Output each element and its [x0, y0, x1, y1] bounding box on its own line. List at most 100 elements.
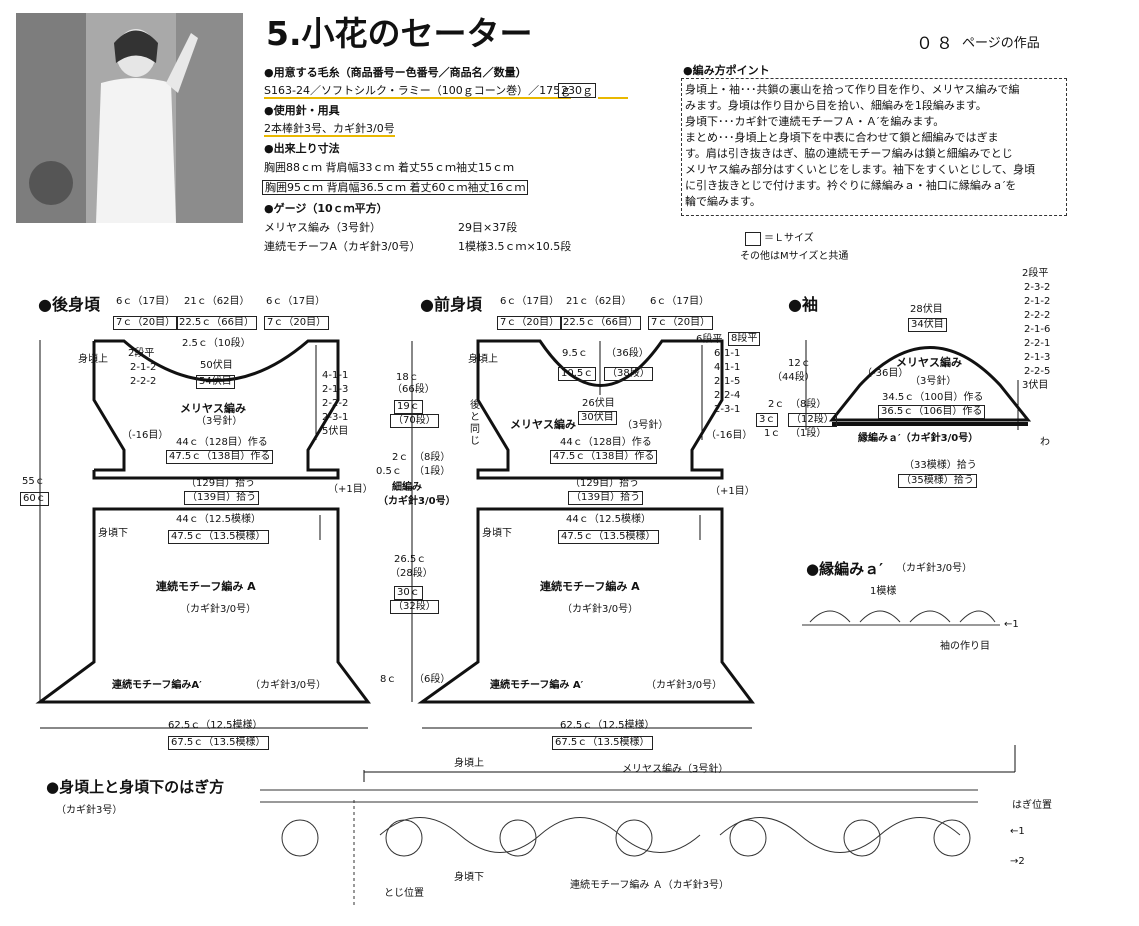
- sleeve-cap-dec: 2-1-6: [1024, 324, 1051, 335]
- sleeve-h1: 1ｃ: [764, 428, 781, 439]
- sleeve-pick-l: （35模様）拾う: [898, 474, 977, 488]
- front-neck-dec: 2-3-1: [714, 404, 741, 415]
- mid-h2: 2ｃ: [392, 452, 409, 463]
- back-minus16: （-16目）: [122, 430, 169, 441]
- join-upper: 身頃上: [454, 758, 484, 769]
- back-cast-m: 44ｃ（128目）作る: [176, 437, 268, 448]
- sleeve-stitch: メリヤス編み: [896, 356, 962, 369]
- front-plus1: （+1目）: [710, 486, 755, 497]
- edge-heading: ●縁編みａ′: [806, 560, 884, 578]
- yarn-heading: ●用意する毛糸（商品番号ー色番号／商品名／数量）: [264, 66, 527, 79]
- edge-start: 袖の作り目: [940, 641, 990, 652]
- back-neck-depth: 2.5ｃ（10段）: [182, 338, 251, 349]
- back-neck-l: 54伏目: [196, 375, 235, 389]
- front-neck-depth-l: 10.5ｃ: [558, 367, 597, 381]
- model-photo: [16, 13, 243, 223]
- front-upper-label: 身頃上: [468, 354, 498, 365]
- points-line: メリヤス編み部分はすくいとじをします。袖下をすくいとじして、身頃: [685, 163, 1036, 176]
- edge-row: ←1: [1004, 619, 1019, 630]
- back-neck-dec: 2段平: [128, 348, 155, 359]
- front-neck-l: 30伏目: [578, 411, 617, 425]
- points-heading: ●編み方ポイント: [683, 64, 770, 77]
- join-chart: [260, 789, 978, 905]
- front-bottom-m: 62.5ｃ（12.5模様）: [560, 720, 655, 731]
- model-photo-art: [16, 13, 243, 223]
- front-top-center-l: 22.5ｃ（66目）: [560, 316, 641, 330]
- mid-sc: 細編み: [392, 482, 422, 493]
- sleeve-h12: 12ｃ: [788, 358, 811, 369]
- sleeve-cap-dec: 2-1-2: [1024, 296, 1051, 307]
- sleeve-wa: わ: [1040, 437, 1050, 448]
- back-side-dec: 2-3-1: [322, 412, 349, 423]
- front-cast-l: 47.5ｃ（138目）作る: [550, 450, 658, 464]
- front-top-right-l: 7ｃ（20目）: [648, 316, 714, 330]
- front-neck-rows-l: （38段）: [604, 367, 653, 381]
- page-title: 5.小花のセーター: [266, 14, 533, 53]
- back-plus1: （+1目）: [328, 484, 373, 495]
- mid-h19: 19ｃ: [394, 400, 423, 414]
- back-top-right: 6ｃ（17目）: [266, 296, 326, 307]
- needle-heading: ●使用針・用具: [264, 104, 340, 117]
- back-heading: ●後身頃: [38, 295, 100, 314]
- points-line: に引き抜きとじで付けます。衿ぐりに縁編みａ・袖口に縁編みａ′を: [685, 179, 1017, 192]
- mid-sc-hook: （カギ針3/0号）: [378, 496, 456, 507]
- back-side-dec: 4-1-1: [322, 370, 349, 381]
- back-neck-m: 50伏目: [200, 360, 233, 371]
- join-row2: →2: [1010, 856, 1025, 867]
- front-top-center: 21ｃ（62目）: [566, 296, 632, 307]
- sleeve-cap-dec: 2-1-3: [1024, 352, 1051, 363]
- mid-r1: （1段）: [414, 466, 451, 477]
- edge-hook: （カギ針3/0号）: [896, 563, 973, 574]
- join-lower: 身頃下: [454, 872, 484, 883]
- back-top-right-l: 7ｃ（20目）: [264, 316, 330, 330]
- front-lower-w-m: 44ｃ（12.5模様）: [566, 514, 651, 525]
- front-dec-top-l: 8段平: [728, 332, 761, 346]
- front-dec-top-m: 6段平: [696, 334, 723, 345]
- front-motif-a: 連続モチーフ編み A: [540, 580, 640, 593]
- dimension-lines: [39, 340, 1019, 782]
- join-heading: ●身頃上と身頃下のはぎ方: [46, 778, 225, 796]
- sleeve-r44: （44段）: [772, 372, 815, 383]
- sleeve-r12: （12段）: [788, 413, 837, 427]
- size-heading: ●出来上り寸法: [264, 142, 340, 155]
- join-upper-stitch: メリヤス編み（3号針）: [622, 764, 729, 775]
- gauge1-name: メリヤス編み（3号針）: [264, 221, 381, 234]
- needle-line: 2本棒針3号、カギ針3/0号: [264, 122, 395, 137]
- sleeve-cap-dec: 2段平: [1022, 268, 1049, 279]
- sleeve-outline: [828, 346, 1032, 422]
- mid-h05: 0.5ｃ: [376, 466, 402, 477]
- mid-h265: 26.5ｃ: [394, 554, 427, 565]
- back-total-l: 60ｃ: [20, 492, 49, 506]
- sleeve-top-l: 34伏目: [908, 318, 947, 332]
- front-hook2: （カギ針3/0号）: [646, 680, 723, 691]
- front-neck-dec: 2-2-4: [714, 390, 741, 401]
- back-lower-label: 身頃下: [98, 528, 128, 539]
- sleeve-top-m: 28伏目: [910, 304, 943, 315]
- edge-repeat: 1模様: [870, 586, 897, 597]
- sleeve-cap-dec: 2-3-2: [1024, 282, 1051, 293]
- front-same-as-back: 後と同じ: [470, 400, 480, 447]
- front-hook: （カギ針3/0号）: [562, 604, 639, 615]
- sleeve-cap-dec: 3伏目: [1022, 380, 1049, 391]
- back-lower-w-m: 44ｃ（12.5模様）: [176, 514, 261, 525]
- front-neck-depth-m: 9.5ｃ: [562, 348, 588, 359]
- legend-other: その他はMサイズと共通: [740, 251, 849, 262]
- front-outline: [417, 339, 755, 704]
- gauge-heading: ●ゲージ（10ｃｍ平方）: [264, 202, 388, 215]
- front-heading: ●前身頃: [420, 295, 482, 314]
- size-m: 胸囲88ｃｍ 背肩幅33ｃｍ 着丈55ｃｍ袖丈15ｃｍ: [264, 161, 514, 174]
- front-top-right: 6ｃ（17目）: [650, 296, 710, 307]
- back-bottom-l: 67.5ｃ（13.5模様）: [168, 736, 269, 750]
- front-stitch: メリヤス編み: [510, 418, 576, 431]
- front-pick-l: （139目）拾う: [568, 491, 644, 505]
- front-neck-rows-m: （36段）: [606, 348, 649, 359]
- size-l: 胸囲95ｃｍ 背肩幅36.5ｃｍ 着丈60ｃｍ袖丈16ｃｍ: [262, 180, 529, 195]
- front-neck-dec: 4-1-1: [714, 362, 741, 373]
- front-motif-a2: 連続モチーフ編み A′: [490, 680, 584, 691]
- front-bottom-l: 67.5ｃ（13.5模様）: [552, 736, 653, 750]
- gauge2-value: 1模様3.5ｃｍ×10.5段: [458, 240, 572, 253]
- front-pick-m: （129目）拾う: [570, 478, 640, 489]
- legend-l-size: ＝Ｌサイズ: [764, 233, 814, 244]
- gauge2-name: 連続モチーフA（カギ針3/0号）: [264, 240, 421, 253]
